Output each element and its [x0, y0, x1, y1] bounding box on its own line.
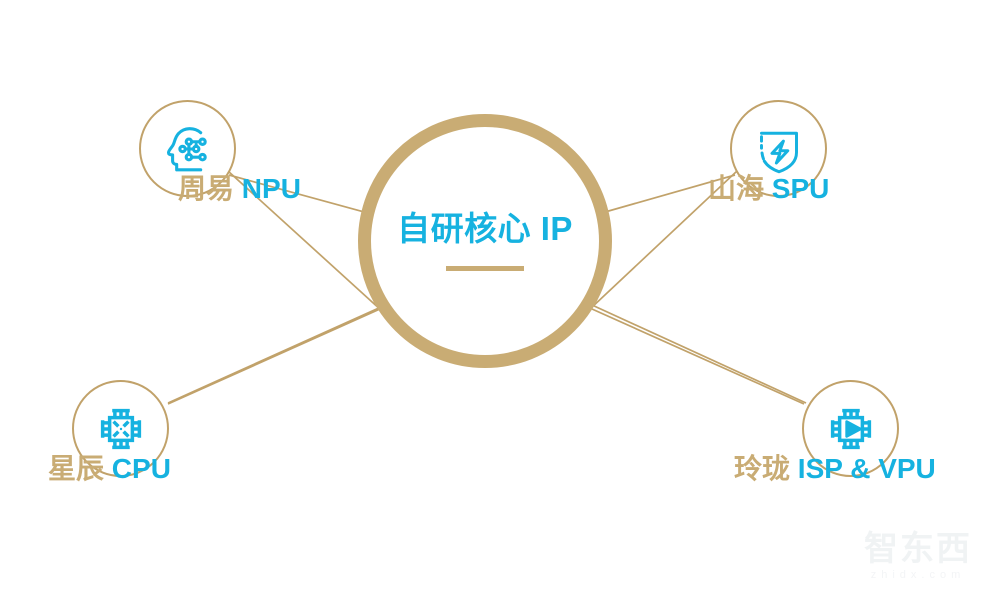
line-cpu	[167, 308, 381, 405]
hub-title: 自研核心 IP	[397, 209, 573, 247]
node-spu-label-cn: 山海	[708, 173, 765, 204]
line-ispvpu	[591, 308, 805, 405]
brain-circuit-head-icon	[159, 120, 217, 178]
node-ispvpu-label: 玲珑 ISP & VPU	[734, 455, 936, 483]
node-ispvpu[interactable]: 玲珑 ISP & VPU	[734, 380, 936, 483]
node-spu-label-en: SPU	[771, 173, 830, 204]
node-npu[interactable]: 周易 NPU	[139, 100, 301, 203]
node-spu[interactable]: 山海 SPU	[708, 100, 829, 203]
node-npu-label: 周易 NPU	[178, 175, 301, 203]
line-spu	[583, 174, 736, 219]
node-npu-ring	[139, 100, 236, 197]
node-npu-label-cn: 周易	[178, 173, 235, 204]
hub-underline	[446, 265, 524, 271]
chip-play-icon	[823, 401, 879, 457]
chip-star-icon	[93, 401, 149, 457]
node-spu-label: 山海 SPU	[708, 175, 829, 203]
node-ispvpu-ring	[802, 380, 899, 477]
node-cpu-label: 星辰 CPU	[48, 455, 171, 483]
node-ispvpu-label-cn: 玲珑	[734, 453, 791, 484]
node-cpu-label-cn: 星辰	[48, 453, 105, 484]
node-spu-ring	[730, 100, 827, 197]
node-cpu-ring	[72, 380, 169, 477]
connector-cpu-hub	[167, 306, 382, 404]
connector-spu-hub	[589, 170, 738, 310]
node-npu-label-en: NPU	[241, 173, 301, 204]
node-ispvpu-label-en: ISP & VPU	[797, 453, 936, 484]
shield-lightning-icon	[751, 121, 807, 177]
central-hub: 自研核心 IP	[358, 114, 612, 368]
connector-npu-hub	[227, 170, 383, 312]
line-npu	[228, 174, 387, 219]
connector-ispvpu-hub	[591, 304, 807, 404]
node-cpu[interactable]: 星辰 CPU	[48, 380, 171, 483]
node-cpu-label-en: CPU	[111, 453, 171, 484]
